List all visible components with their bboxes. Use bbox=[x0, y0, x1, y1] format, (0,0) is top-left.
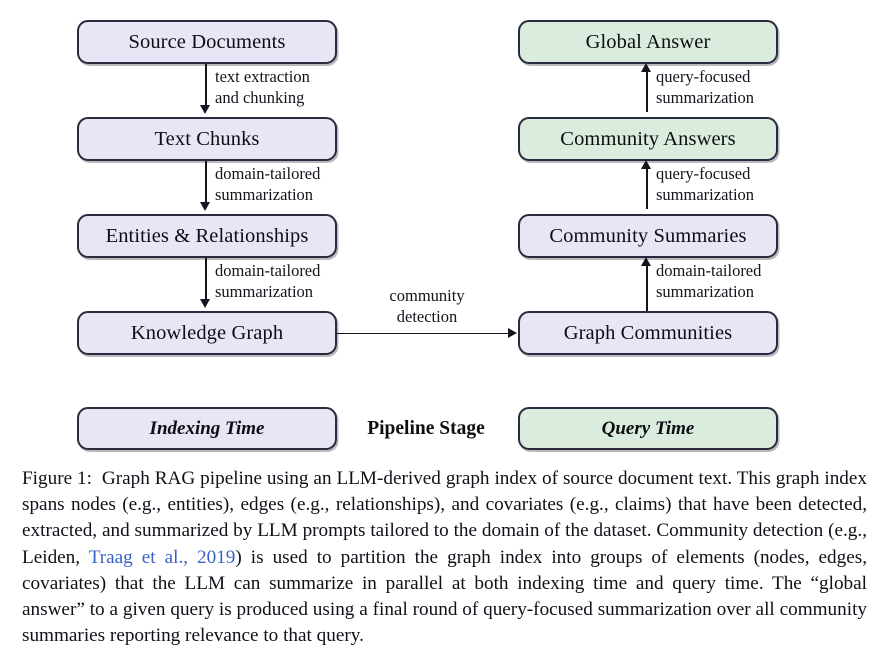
pipeline-diagram: Source Documents text extraction and chu… bbox=[77, 20, 778, 450]
node-knowledge-graph-label: Knowledge Graph bbox=[130, 321, 284, 344]
edge-communities-to-summaries-arrowhead bbox=[641, 257, 652, 266]
edge-entities-to-graph-arrowhead bbox=[200, 299, 211, 308]
edge-summaries-to-answers-line bbox=[646, 165, 648, 209]
node-community-summaries: Community Summaries bbox=[518, 214, 778, 258]
legend-query-time: Query Time bbox=[518, 407, 778, 450]
edge-communities-to-summaries-label: domain-tailored summarization bbox=[656, 260, 761, 303]
edge-chunks-to-entities-line bbox=[205, 161, 207, 205]
edge-source-to-chunks-label-line2: and chunking bbox=[215, 88, 305, 108]
edge-source-to-chunks-label: text extraction and chunking bbox=[215, 66, 310, 109]
legend-pipeline-stage-label: Pipeline Stage bbox=[367, 417, 485, 439]
edge-graph-to-communities-arrowhead bbox=[508, 328, 517, 339]
node-community-answers: Community Answers bbox=[518, 117, 778, 161]
edge-graph-to-communities-label-line1: community bbox=[389, 286, 465, 305]
node-graph-communities: Graph Communities bbox=[518, 311, 778, 355]
edge-summaries-to-answers-arrowhead bbox=[641, 160, 652, 169]
node-source-documents-label: Source Documents bbox=[128, 30, 286, 53]
figure-caption-label: Figure 1: bbox=[22, 468, 92, 489]
edge-answers-to-global-arrowhead bbox=[641, 63, 652, 72]
edge-chunks-to-entities-label-line1: domain-tailored bbox=[215, 164, 321, 183]
edge-answers-to-global-line bbox=[646, 68, 648, 112]
edge-entities-to-graph-label: domain-tailored summarization bbox=[215, 260, 320, 303]
figure-caption: Figure 1: Graph RAG pipeline using an LL… bbox=[22, 466, 867, 649]
edge-graph-to-communities-label: community detection bbox=[372, 285, 482, 328]
figure-caption-text-part2: ) is used to partition the graph index i… bbox=[22, 546, 867, 647]
edge-source-to-chunks-arrowhead bbox=[200, 105, 211, 114]
edge-communities-to-summaries-label-line1: domain-tailored bbox=[656, 261, 762, 280]
node-text-chunks: Text Chunks bbox=[77, 117, 337, 161]
legend-indexing-time: Indexing Time bbox=[77, 407, 337, 450]
edge-source-to-chunks-label-line1: text extraction bbox=[215, 67, 310, 86]
node-source-documents: Source Documents bbox=[77, 20, 337, 64]
edge-answers-to-global-label: query-focused summarization bbox=[656, 66, 754, 109]
edge-graph-to-communities-line bbox=[337, 332, 510, 335]
edge-summaries-to-answers-label-line2: summarization bbox=[656, 185, 755, 205]
legend-indexing-time-label: Indexing Time bbox=[149, 417, 265, 439]
legend-query-time-label: Query Time bbox=[601, 417, 695, 439]
edge-chunks-to-entities-label-line2: summarization bbox=[215, 185, 314, 205]
node-community-summaries-label: Community Summaries bbox=[549, 224, 747, 247]
legend-pipeline-stage-title: Pipeline Stage bbox=[352, 407, 500, 450]
edge-graph-to-communities-label-line2: detection bbox=[396, 307, 458, 327]
edge-chunks-to-entities-arrowhead bbox=[200, 202, 211, 211]
edge-answers-to-global-label-line2: summarization bbox=[656, 88, 755, 108]
edge-summaries-to-answers-label-line1: query-focused bbox=[656, 164, 751, 183]
edge-entities-to-graph-label-line2: summarization bbox=[215, 282, 314, 302]
node-global-answer-label: Global Answer bbox=[585, 30, 711, 53]
node-entities-relationships-label: Entities & Relationships bbox=[105, 224, 309, 247]
edge-entities-to-graph-line bbox=[205, 258, 207, 302]
edge-entities-to-graph-label-line1: domain-tailored bbox=[215, 261, 321, 280]
edge-communities-to-summaries-label-line2: summarization bbox=[656, 282, 755, 302]
edge-summaries-to-answers-label: query-focused summarization bbox=[656, 163, 754, 206]
node-community-answers-label: Community Answers bbox=[560, 127, 736, 150]
node-entities-relationships: Entities & Relationships bbox=[77, 214, 337, 258]
figure-caption-text-part1: Graph RAG pipeline using an LLM-derived … bbox=[22, 468, 868, 568]
citation-link-traag-2019[interactable]: Traag et al., 2019 bbox=[88, 546, 236, 568]
edge-answers-to-global-label-line1: query-focused bbox=[656, 67, 751, 86]
edge-communities-to-summaries-line bbox=[646, 262, 648, 311]
edge-source-to-chunks-line bbox=[205, 64, 207, 108]
node-text-chunks-label: Text Chunks bbox=[154, 127, 260, 150]
node-knowledge-graph: Knowledge Graph bbox=[77, 311, 337, 355]
node-graph-communities-label: Graph Communities bbox=[563, 321, 733, 344]
node-global-answer: Global Answer bbox=[518, 20, 778, 64]
edge-chunks-to-entities-label: domain-tailored summarization bbox=[215, 163, 320, 206]
